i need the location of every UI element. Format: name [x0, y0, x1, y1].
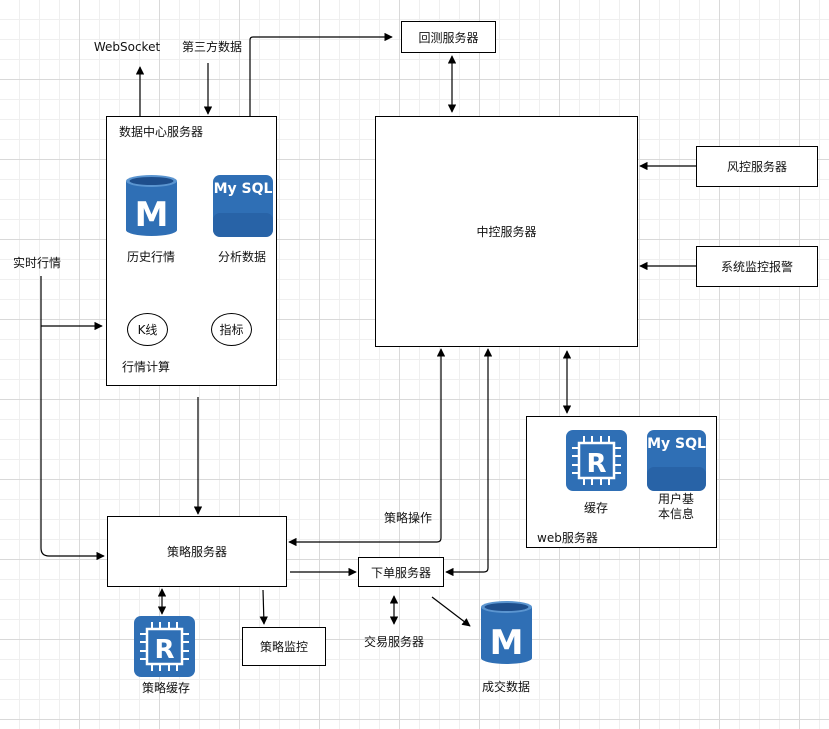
central-server[interactable]: 中控服务器: [375, 116, 638, 347]
risk-server[interactable]: 风控服务器: [696, 146, 818, 187]
mysql-user-icon: My SQL: [647, 430, 706, 491]
deal-data-label: 成交数据: [481, 680, 531, 694]
strategy-title: 策略服务器: [166, 545, 227, 559]
trade-server-label: 交易服务器: [363, 635, 425, 649]
user-info-label-line1: 用户基: [657, 492, 695, 506]
backtest-title: 回测服务器: [418, 30, 479, 45]
monitor-title: 系统监控报警: [720, 260, 793, 274]
web-cache-label: 缓存: [583, 501, 609, 515]
mongodb-history-icon: M: [126, 175, 177, 236]
history-quotes-label: 历史行情: [126, 250, 176, 264]
backtest-server[interactable]: 回测服务器: [401, 21, 496, 53]
mysql-text: My SQL: [214, 181, 273, 197]
mongo-letter: M: [490, 623, 524, 663]
strategy-monitor-box[interactable]: 策略监控: [242, 627, 326, 666]
realtime-quotes-label: 实时行情: [13, 256, 62, 270]
arrow-strategy-monitor: [259, 589, 268, 625]
central-title: 中控服务器: [476, 225, 537, 239]
user-info-label-line2: 本信息: [657, 507, 695, 521]
indicator-label: 指标: [219, 323, 244, 337]
order-title: 下单服务器: [370, 565, 431, 580]
mongodb-deal-icon: M: [481, 601, 532, 664]
strategy-cache-label: 策略缓存: [141, 681, 191, 695]
mysql-text: My SQL: [647, 436, 706, 452]
risk-title: 风控服务器: [726, 160, 787, 174]
kline-node[interactable]: K线: [127, 313, 168, 346]
order-server[interactable]: 下单服务器: [358, 557, 444, 587]
arrow-order-central: [445, 348, 493, 577]
strategy-monitor-title: 策略监控: [259, 640, 308, 654]
redis-strategy-cache-icon: R: [134, 616, 195, 677]
strategy-operation-label: 策略操作: [384, 511, 433, 525]
arrow-to-backtest: [249, 32, 393, 116]
mongo-letter: M: [135, 195, 169, 235]
redis-letter: R: [154, 635, 174, 665]
data-center-title: 数据中心服务器: [119, 125, 204, 139]
third-party-label: 第三方数据: [181, 40, 243, 54]
redis-letter: R: [586, 449, 606, 479]
kline-label: K线: [137, 323, 158, 337]
mysql-analysis-icon: My SQL: [213, 175, 273, 237]
quote-calc-label: 行情计算: [122, 360, 171, 374]
redis-cache-icon: R: [566, 430, 627, 491]
indicator-node[interactable]: 指标: [211, 313, 252, 346]
strategy-server[interactable]: 策略服务器: [107, 516, 287, 587]
websocket-label: WebSocket: [93, 40, 161, 54]
analysis-data-label: 分析数据: [217, 250, 267, 264]
arrow-realtime-to-strategy: [40, 547, 105, 561]
web-server-title: web服务器: [537, 531, 598, 545]
arrow-order-deal: [431, 596, 471, 627]
system-monitor-alarm[interactable]: 系统监控报警: [696, 246, 818, 287]
